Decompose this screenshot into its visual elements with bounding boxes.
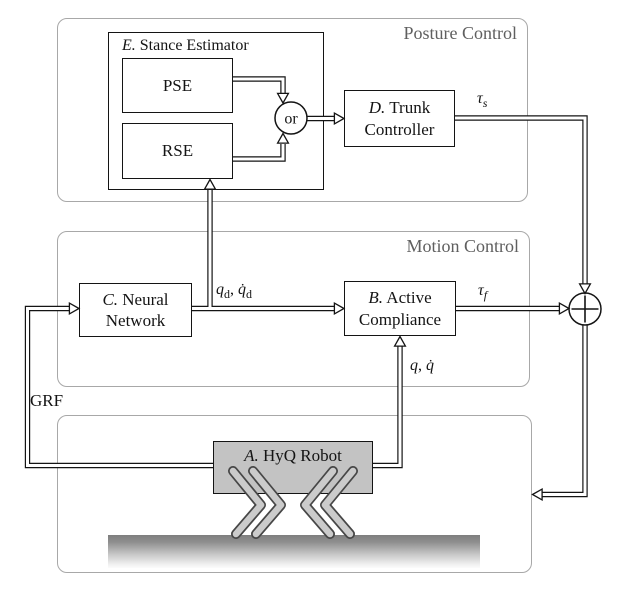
hyq-robot-label: A. HyQ Robot xyxy=(244,446,342,465)
ground xyxy=(108,535,480,568)
trunk-controller-line2: Controller xyxy=(364,119,435,139)
grf-label: GRF xyxy=(30,391,64,410)
active-compliance-block: B. Active Compliance xyxy=(344,281,456,336)
sum-plus-icon xyxy=(571,295,599,323)
signal-qd-label: qd, q̇d xyxy=(216,281,252,302)
arrowhead-taus-to-sum xyxy=(578,283,592,295)
trunk-controller-line1: D. Trunk xyxy=(368,98,431,118)
signal-tau-s-label: τs xyxy=(477,90,488,111)
active-compliance-line1: B. Active xyxy=(368,288,432,308)
stance-estimator-label: E. Stance Estimator xyxy=(122,37,249,54)
rse-block: RSE xyxy=(122,123,233,179)
neural-network-block: C. Neural Network xyxy=(79,283,192,337)
active-compliance-line2: Compliance xyxy=(358,309,442,329)
signal-tau-f-label: τf xyxy=(478,282,488,303)
pse-block: PSE xyxy=(122,58,233,113)
sum-junction xyxy=(568,292,602,326)
arrowhead-tauf-to-sum xyxy=(558,301,571,316)
rse-label: RSE xyxy=(161,141,194,161)
arrowhead-sum-to-robot xyxy=(531,487,543,502)
pse-label: PSE xyxy=(162,75,193,95)
hyq-robot-block: A. HyQ Robot xyxy=(213,441,373,494)
motion-control-label: Motion Control xyxy=(406,236,519,256)
sum-circle xyxy=(568,292,602,326)
neural-network-line2: Network xyxy=(105,311,166,330)
neural-network-line1: C. Neural xyxy=(102,289,169,309)
signal-q-label: q, q̇ xyxy=(410,357,434,374)
posture-control-label: Posture Control xyxy=(403,23,517,43)
trunk-controller-block: D. Trunk Controller xyxy=(344,90,455,147)
